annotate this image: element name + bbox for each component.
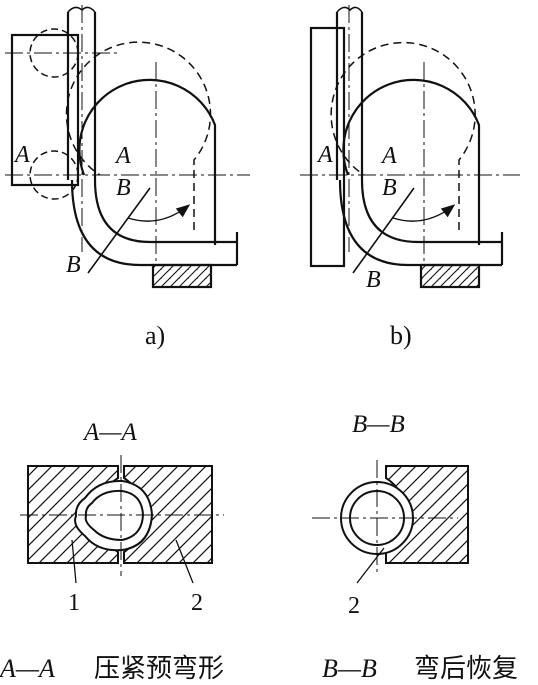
- bend-die-b-groove: [330, 41, 476, 230]
- bent-tube-b-outer: [338, 179, 502, 267]
- lower-block-b: [419, 263, 481, 289]
- section-AA: [27, 465, 213, 584]
- leader-line-b-B: [352, 187, 415, 274]
- leader-line-a-B: [87, 187, 151, 274]
- section-BB: [340, 465, 469, 584]
- fig-b-label-B-leader: B: [366, 267, 381, 293]
- fig-a-label-A-left: A: [13, 142, 30, 168]
- section-AA-centerlines: [20, 455, 224, 576]
- section-AA-part-2: 2: [191, 590, 203, 616]
- section-AA-title: A—A: [82, 419, 138, 446]
- fig-a-label-B-inner: B: [116, 175, 131, 201]
- section-AA-part-1: 1: [68, 590, 80, 616]
- section-BB-leader-2: [356, 547, 385, 584]
- figure-a: [10, 6, 239, 289]
- section-BB-centerlines: [312, 460, 458, 576]
- section-BB-part-2: 2: [348, 593, 360, 619]
- bent-tube-a-inner: [93, 179, 237, 244]
- lower-block-a: [151, 263, 213, 289]
- figure-a-centerlines: [5, 5, 250, 265]
- rotation-arrow-b: [392, 204, 456, 222]
- bend-die-a: [78, 78, 217, 245]
- bent-tube-b-inner: [360, 179, 502, 244]
- fig-b-label-A-inner: A: [380, 143, 397, 169]
- clamp-block-a: [10, 33, 80, 187]
- section-AA-leader-2: [175, 539, 194, 584]
- tube-b-vertical: [335, 12, 364, 180]
- caption-AA-prefix: A—A: [0, 654, 55, 683]
- bent-tube-a-outer: [70, 179, 237, 267]
- fig-a-caption: a): [145, 321, 165, 350]
- caption-BB-prefix: B—B: [322, 654, 377, 683]
- fig-b-caption: b): [390, 321, 412, 350]
- bend-die-a-groove: [65, 41, 212, 230]
- figure-b: [309, 6, 504, 289]
- fig-a-label-A-inner: A: [114, 143, 131, 169]
- section-AA-tube-inner: [84, 489, 145, 542]
- caption-AA-text: 压紧预弯形: [94, 654, 224, 684]
- section-AA-leader-1: [71, 539, 77, 584]
- fig-b-label-B-inner: B: [382, 175, 397, 201]
- fig-b-label-A-left: A: [316, 142, 333, 168]
- caption-BB-text: 弯后恢复: [414, 654, 518, 684]
- rotation-arrow-a: [127, 204, 191, 222]
- fig-a-label-B-leader: B: [66, 252, 81, 278]
- figure-b-centerlines: [300, 5, 520, 265]
- section-BB-title: B—B: [352, 411, 405, 438]
- bend-die-b: [342, 78, 481, 245]
- tube-a-vertical: [66, 12, 97, 180]
- tube-b-top-cap: [336, 6, 363, 13]
- section-AA-tube-outer: [74, 479, 154, 552]
